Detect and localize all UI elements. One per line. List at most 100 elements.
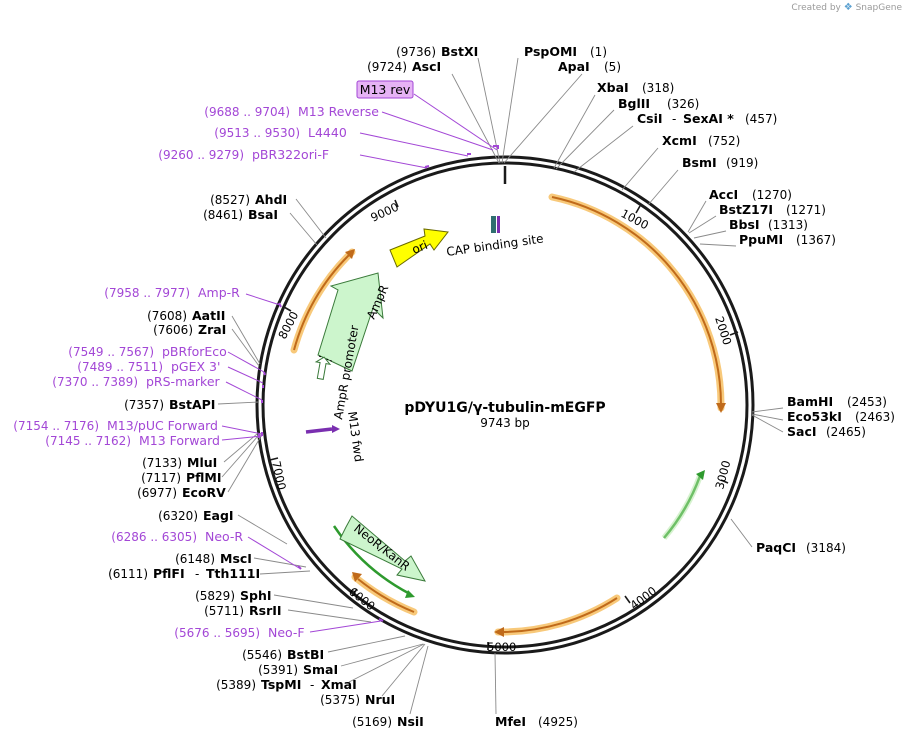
enzyme-name: MfeI: [495, 714, 526, 729]
enzyme-pos: (318): [642, 81, 674, 95]
green-arc-neo-arrowhead: [405, 590, 415, 598]
backbone-outer-strand: [255, 155, 755, 655]
enzyme-pos: (752): [708, 134, 740, 148]
enzyme-pos: (2453): [847, 395, 887, 409]
leader-saci: [751, 414, 784, 433]
leader-sphi: [273, 594, 354, 609]
leader-bglii: [555, 109, 615, 170]
leader-ppumi: [699, 243, 737, 247]
enzyme-pos: (5389): [216, 678, 256, 692]
enzyme-label-xbai: XbaI (318): [597, 80, 674, 95]
leader-bsai: [289, 212, 318, 246]
enzyme-name: BbsI: [729, 217, 760, 232]
enzyme-name: EagI: [203, 508, 234, 523]
primer-label-pbrfor: (7549 .. 7567) pBRforEco: [68, 344, 227, 359]
mark-pbr322: [424, 165, 430, 168]
enzyme-pos: (5391): [258, 663, 298, 677]
leader-m13rev-box: [413, 93, 498, 151]
enzyme-label-tspmi: (5389) TspMI - XmaI: [216, 677, 357, 692]
backbone-inner-strand: [261, 161, 749, 649]
enzyme-label-bamhi: BamHI (2453): [787, 394, 887, 409]
enzyme-label-paqci: PaqCI (3184): [756, 540, 846, 555]
plasmid-title: pDYU1G/γ-tubulin-mEGFP: [404, 400, 605, 416]
enzyme-label-smai: (5391) SmaI: [258, 662, 338, 677]
leader-bamhi: [751, 407, 784, 413]
leader-bstapi: [217, 401, 260, 405]
enzyme-pos: (6977): [137, 486, 177, 500]
leader-smai: [340, 643, 424, 667]
tick-mark-1000: [635, 205, 641, 214]
enzyme-label-zrai: (7606) ZraI: [153, 322, 226, 337]
primer-pos: (5676 .. 5695): [174, 626, 260, 640]
enzyme-label-bstz: BstZ17I (1271): [719, 202, 826, 217]
enzyme-name: Tth111I: [206, 566, 260, 581]
enzyme-label-acci: AccI (1270): [709, 187, 792, 202]
enzyme-name: XmaI: [321, 677, 357, 692]
primer-name: M13/pUC Forward: [107, 418, 218, 433]
enzyme-label-xcmi: XcmI (752): [662, 133, 740, 148]
enzyme-label-rsrii: (5711) RsrII: [204, 603, 281, 618]
enzyme-name: ZraI: [198, 322, 226, 337]
enzyme-name: BstXI: [441, 44, 478, 59]
enzyme-label-bstapi: (7357) BstAPI: [124, 397, 215, 412]
enzyme-pos: (1367): [796, 233, 836, 247]
tick-mark-8000: [283, 306, 292, 312]
tick-mark-6000: [351, 588, 358, 597]
enzyme-name: BsmI: [682, 155, 717, 170]
enzyme-name: EcoRV: [182, 485, 226, 500]
mark-neor: [297, 565, 302, 570]
enzyme-label-aatii: (7608) AatII: [147, 308, 225, 323]
enzyme-label-nsii: (5169) NsiI: [352, 714, 424, 729]
enzyme-name: RsrII: [249, 603, 282, 618]
enzyme-pos: (919): [726, 156, 758, 170]
leader-nrui: [381, 643, 426, 697]
leader-xbai: [553, 94, 596, 169]
snapgene-credit: Created by ❖ SnapGene: [791, 2, 902, 13]
leader-l4440: [359, 132, 469, 157]
leader-prs: [225, 381, 263, 401]
enzyme-name: PflFI: [153, 566, 185, 581]
mark-neof: [378, 618, 384, 622]
primer-name: Neo-F: [268, 625, 305, 640]
orf-arc-main: [551, 196, 722, 406]
credit-text: Created by: [791, 3, 841, 13]
enzyme-name: PaqCI: [756, 540, 796, 555]
enzyme-pos: (1313): [768, 218, 808, 232]
tick-mark-4000: [624, 595, 631, 604]
primer-label-neor: (6286 .. 6305) Neo-R: [111, 529, 243, 544]
cap-site-mark: [491, 216, 496, 233]
enzyme-label-eagi: (6320) EagI: [158, 508, 233, 523]
enzyme-name: BglII: [618, 96, 650, 111]
primer-name: pBRforEco: [162, 344, 227, 359]
orf-arc-neo-arrowhead: [352, 572, 362, 582]
tick-mark-2000: [729, 331, 739, 336]
leader-msci: [253, 557, 307, 568]
enzyme-name: TspMI: [261, 677, 301, 692]
enzyme-name: MscI: [220, 551, 252, 566]
mark-ampr: [278, 302, 282, 308]
enzyme-pos: (5546): [242, 648, 282, 662]
enzyme-name: NsiI: [397, 714, 424, 729]
enzyme-pos: (5829): [195, 589, 235, 603]
enzyme-pos: (7133): [142, 456, 182, 470]
green-arc-right-arrowhead: [696, 470, 705, 480]
leader-aatii: [231, 315, 261, 365]
leader-m13fwd: [221, 435, 263, 441]
enzyme-label-mlui: (7133) MluI: [142, 455, 217, 470]
leader-neof: [309, 620, 382, 633]
enzyme-name: AscI: [412, 59, 441, 74]
ori-feature: [389, 228, 449, 268]
enzyme-pos: (7357): [124, 398, 164, 412]
primer-marks: [258, 145, 499, 622]
primer-name: pRS-marker: [146, 374, 221, 389]
primer-label-l4440: (9513 .. 9530) L4440: [214, 125, 347, 140]
tick-3000: 3000: [712, 459, 733, 491]
enzyme-leaders: [217, 57, 784, 715]
enzyme-pos: (2465): [826, 425, 866, 439]
leader-bsmi: [647, 169, 679, 206]
enzyme-name: MluI: [187, 455, 217, 470]
primer-label-neof: (5676 .. 5695) Neo-F: [174, 625, 304, 640]
enzyme-label-nrui: (5375) NruI: [320, 692, 395, 707]
enzyme-label-asci: (9724) AscI: [367, 59, 441, 74]
leader-paqci: [730, 518, 753, 548]
